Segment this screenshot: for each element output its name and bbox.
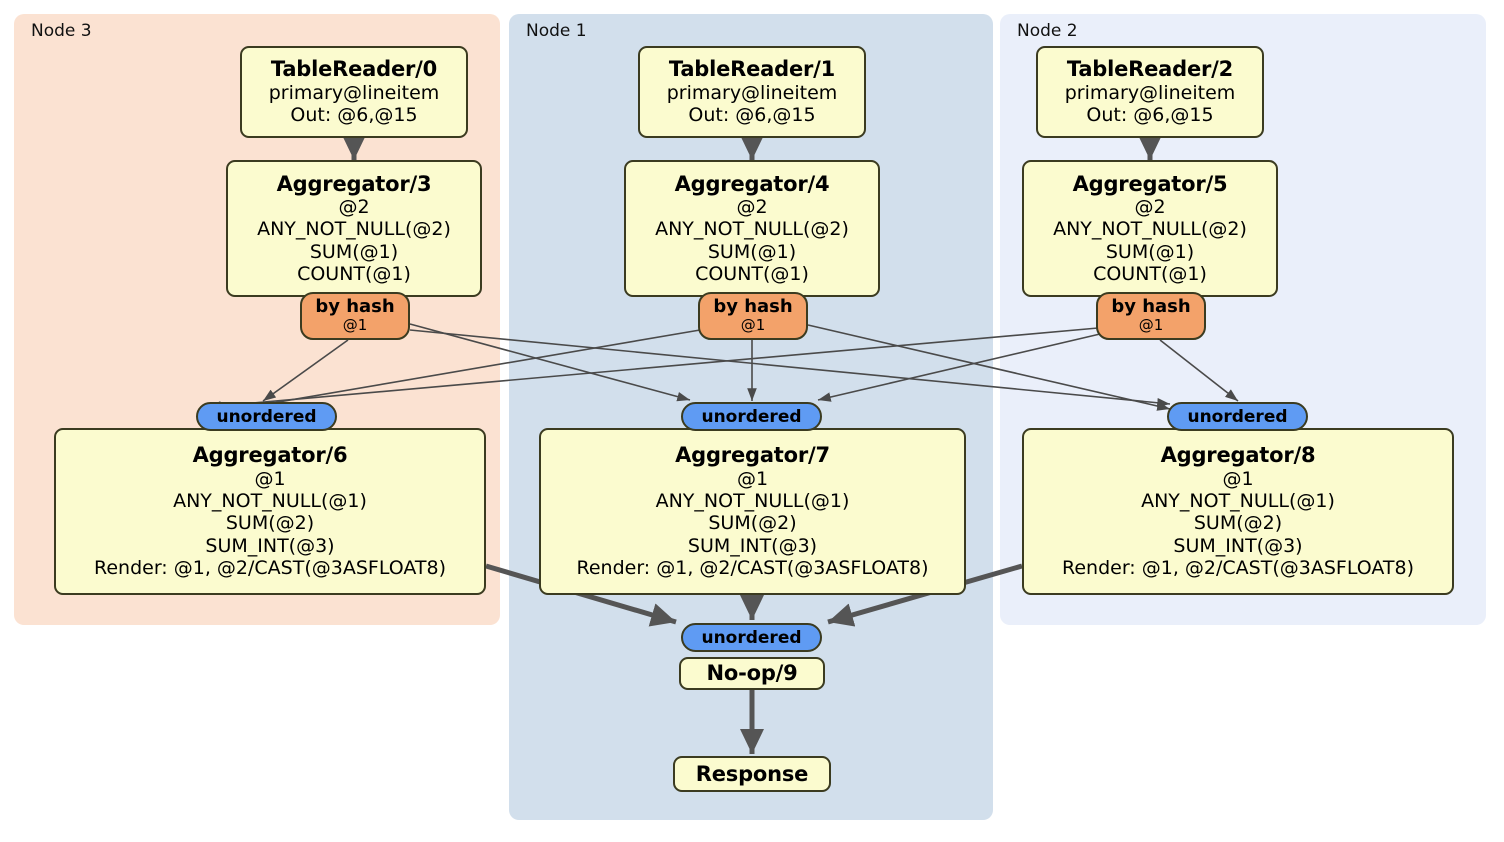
edge-hash5-to-un8 — [1159, 339, 1239, 402]
processor-detail-tr1-1: Out: @6,@15 — [688, 104, 816, 127]
processor-detail-tr0-0: primary@lineitem — [268, 81, 440, 104]
processor-detail-agg3-1: ANY_NOT_NULL(@2) — [257, 218, 451, 241]
processor-detail-agg8-0: @1 — [1222, 467, 1254, 490]
processor-title-response: Response — [695, 761, 809, 786]
processor-detail-agg7-3: SUM_INT(@3) — [687, 534, 818, 557]
hash-router-column-hash3: @1 — [342, 316, 368, 335]
processor-detail-agg4-0: @2 — [736, 195, 768, 218]
processor-detail-agg8-2: SUM(@2) — [1193, 512, 1283, 535]
processor-detail-agg4-1: ANY_NOT_NULL(@2) — [655, 218, 849, 241]
processor-box-response[interactable]: Response — [673, 756, 831, 792]
processor-detail-tr1-0: primary@lineitem — [666, 81, 838, 104]
unordered-synchronizer-un8[interactable]: unordered — [1167, 402, 1308, 431]
processor-detail-agg5-3: COUNT(@1) — [1093, 263, 1207, 286]
processor-title-agg5: Aggregator/5 — [1072, 171, 1228, 196]
processor-title-agg8: Aggregator/8 — [1160, 443, 1316, 468]
processor-detail-agg4-3: COUNT(@1) — [695, 263, 809, 286]
processor-detail-agg7-1: ANY_NOT_NULL(@1) — [655, 490, 850, 513]
processor-detail-agg5-1: ANY_NOT_NULL(@2) — [1053, 218, 1247, 241]
processor-detail-agg7-0: @1 — [736, 467, 769, 490]
processor-title-noop9: No-op/9 — [706, 661, 798, 686]
hash-router-edges — [207, 323, 1239, 417]
node-label-node1: Node 1 — [526, 21, 587, 41]
processor-detail-agg3-2: SUM(@1) — [309, 240, 399, 263]
hash-router-hash5[interactable]: by hash@1 — [1096, 292, 1206, 340]
processor-detail-agg5-2: SUM(@1) — [1105, 240, 1195, 263]
hash-router-label-hash4: by hash — [713, 296, 793, 318]
processor-box-noop9[interactable]: No-op/9 — [679, 657, 825, 690]
processor-detail-agg6-4: Render: @1, @2/CAST(@3ASFLOAT8) — [94, 557, 446, 580]
edge-hash3-to-un7 — [409, 323, 691, 402]
processor-title-agg7: Aggregator/7 — [675, 443, 830, 468]
edge-hash4-to-un8 — [807, 324, 1171, 411]
processor-title-tr0: TableReader/0 — [270, 57, 438, 82]
edge-hash5-to-un7 — [817, 333, 1101, 402]
processor-detail-agg3-0: @2 — [338, 195, 370, 218]
processor-detail-tr2-0: primary@lineitem — [1064, 81, 1236, 104]
edge-hash3-to-un8 — [409, 329, 1171, 408]
hash-router-label-hash5: by hash — [1111, 296, 1191, 318]
processor-title-agg4: Aggregator/4 — [674, 171, 830, 196]
processor-detail-agg5-0: @2 — [1134, 195, 1166, 218]
node-label-node2: Node 2 — [1017, 21, 1078, 41]
processor-detail-agg6-2: SUM(@2) — [225, 512, 315, 535]
processor-title-agg6: Aggregator/6 — [192, 443, 348, 468]
unordered-synchronizer-un6[interactable]: unordered — [196, 402, 337, 431]
edge-hash3-to-un6 — [262, 339, 349, 402]
processor-detail-agg7-4: Render: @1, @2/CAST(@3ASFLOAT8) — [576, 557, 929, 580]
processor-detail-agg6-0: @1 — [254, 467, 286, 490]
processor-detail-agg8-4: Render: @1, @2/CAST(@3ASFLOAT8) — [1062, 557, 1414, 580]
hash-router-column-hash5: @1 — [1138, 316, 1164, 335]
processor-detail-tr2-1: Out: @6,@15 — [1086, 104, 1214, 127]
processor-title-tr1: TableReader/1 — [668, 57, 836, 82]
unordered-synchronizer-un9[interactable]: unordered — [681, 623, 822, 652]
processor-detail-agg3-3: COUNT(@1) — [297, 263, 411, 286]
processor-detail-agg8-1: ANY_NOT_NULL(@1) — [1141, 490, 1335, 513]
processor-title-agg3: Aggregator/3 — [276, 171, 432, 196]
processor-detail-agg4-2: SUM(@1) — [707, 240, 797, 263]
processor-detail-agg6-3: SUM_INT(@3) — [205, 534, 335, 557]
processor-detail-tr0-1: Out: @6,@15 — [290, 104, 418, 127]
processor-detail-agg7-2: SUM(@2) — [708, 512, 797, 535]
processor-title-tr2: TableReader/2 — [1066, 57, 1234, 82]
hash-router-hash3[interactable]: by hash@1 — [300, 292, 410, 340]
node-label-node3: Node 3 — [31, 21, 92, 41]
processor-detail-agg6-1: ANY_NOT_NULL(@1) — [173, 490, 367, 513]
hash-router-label-hash3: by hash — [315, 296, 395, 318]
hash-router-column-hash4: @1 — [740, 316, 766, 335]
edge-hash5-to-un6 — [207, 327, 1099, 411]
hash-router-hash4[interactable]: by hash@1 — [698, 292, 808, 340]
processor-detail-agg8-3: SUM_INT(@3) — [1173, 534, 1303, 557]
unordered-synchronizer-un7[interactable]: unordered — [681, 402, 822, 431]
